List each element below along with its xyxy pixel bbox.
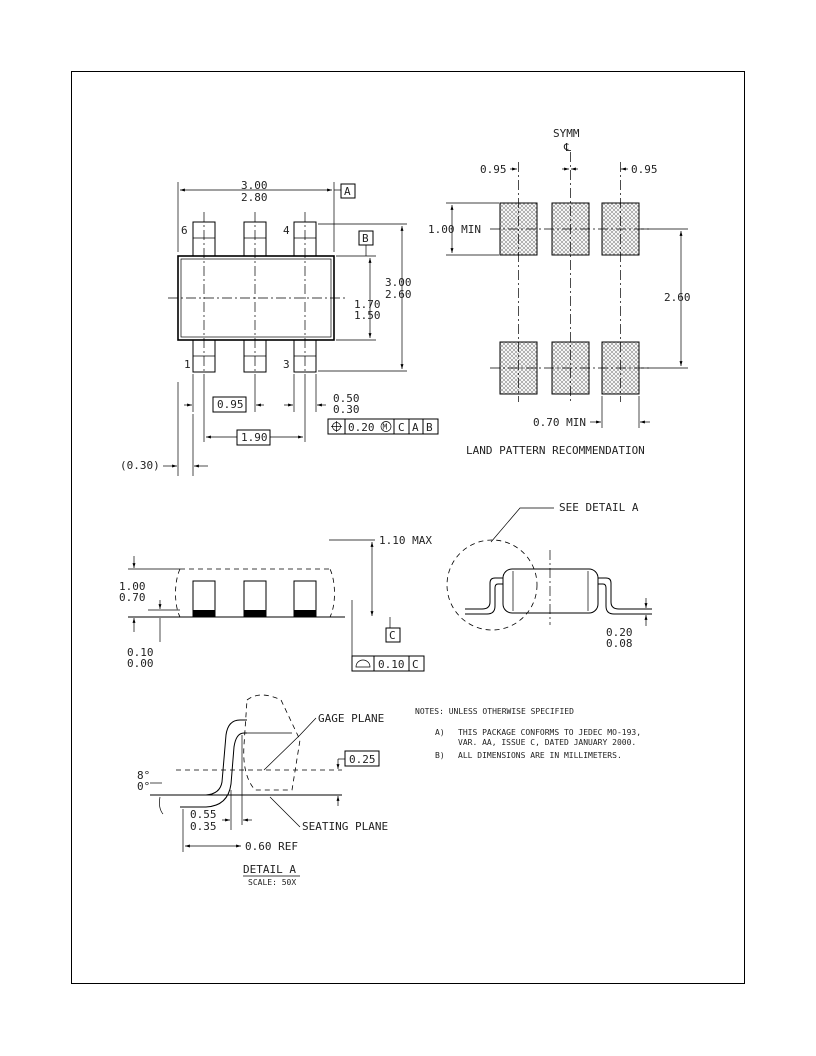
angle-max: 8° bbox=[137, 769, 150, 782]
flatness-datum: C bbox=[412, 658, 419, 671]
side-body-min: 0.70 bbox=[119, 591, 146, 604]
land-pitch-right: 0.95 bbox=[631, 163, 658, 176]
notes: NOTES: UNLESS OTHERWISE SPECIFIED A) THI… bbox=[415, 707, 641, 760]
detail-scale: SCALE: 50X bbox=[248, 878, 296, 887]
note-b-label: B) bbox=[435, 751, 445, 760]
land-row-span: 2.60 bbox=[664, 291, 691, 304]
foot-max: 0.55 bbox=[190, 808, 217, 821]
width-min: 2.80 bbox=[241, 191, 268, 204]
side-body-max: 1.00 bbox=[119, 580, 146, 593]
height-min: 2.60 bbox=[385, 288, 412, 301]
lead-thick-max: 0.20 bbox=[606, 626, 633, 639]
width-max: 3.00 bbox=[241, 179, 268, 192]
note-a-line1: THIS PACKAGE CONFORMS TO JEDEC MO-193, bbox=[458, 728, 641, 737]
land-pad-length: 1.00 MIN bbox=[428, 223, 481, 236]
datum-c: C bbox=[389, 629, 396, 642]
gage-plane-label: GAGE PLANE bbox=[318, 712, 384, 725]
side-max-height: 1.10 MAX bbox=[379, 534, 432, 547]
pin-6-label: 6 bbox=[181, 224, 188, 237]
see-detail-label: SEE DETAIL A bbox=[559, 501, 639, 514]
span-dim: 1.90 bbox=[241, 431, 268, 444]
height-max: 3.00 bbox=[385, 276, 412, 289]
gage-dim: 0.25 bbox=[349, 753, 376, 766]
datum-a: A bbox=[344, 185, 351, 198]
fcf-datum-c: C bbox=[398, 421, 405, 434]
centerline-symbol: ℄ bbox=[563, 141, 571, 154]
standoff-max: 0.10 bbox=[127, 646, 154, 659]
pin-4-label: 4 bbox=[283, 224, 290, 237]
land-pitch-left: 0.95 bbox=[480, 163, 507, 176]
symm-label: SYMM bbox=[553, 127, 580, 140]
body-min: 1.50 bbox=[354, 309, 381, 322]
flatness-frame: 0.10 C bbox=[351, 655, 425, 672]
package-body bbox=[177, 255, 335, 341]
lead-width-min: 0.30 bbox=[333, 403, 360, 416]
top-view: 6 4 1 3 3.00 2.80 A B 3.00 2.60 1.70 1.5… bbox=[120, 179, 439, 476]
land-pattern: SYMM ℄ 0.95 0.95 1.00 MIN 2.60 bbox=[428, 127, 691, 457]
datum-b: B bbox=[362, 232, 369, 245]
fcf-mmc: M bbox=[383, 423, 388, 432]
note-a-label: A) bbox=[435, 728, 445, 737]
ref-offset: (0.30) bbox=[120, 459, 160, 472]
fcf-datum-b: B bbox=[426, 421, 433, 434]
flatness-tolerance: 0.10 bbox=[378, 658, 405, 671]
note-b-line1: ALL DIMENSIONS ARE IN MILLIMETERS. bbox=[458, 751, 622, 760]
page-border bbox=[71, 71, 745, 984]
fcf-datum-a: A bbox=[412, 421, 419, 434]
side-view: 1.10 MAX 1.00 0.70 0.10 0.00 C 0.10 C bbox=[119, 534, 432, 672]
fcf-tolerance: 0.20 bbox=[348, 421, 375, 434]
angle-min: 0° bbox=[137, 780, 150, 793]
detail-a: GAGE PLANE SEATING PLANE 0.25 8° 0° 0.55… bbox=[137, 694, 388, 887]
pin-3-label: 3 bbox=[283, 358, 290, 371]
end-view: SEE DETAIL A 0.20 0.08 bbox=[446, 501, 652, 650]
foot-ref: 0.60 REF bbox=[245, 840, 298, 853]
pitch-dim: 0.95 bbox=[217, 398, 244, 411]
land-pattern-caption: LAND PATTERN RECOMMENDATION bbox=[466, 444, 645, 457]
pin-1-label: 1 bbox=[184, 358, 191, 371]
standoff-min: 0.00 bbox=[127, 657, 154, 670]
note-a-line2: VAR. AA, ISSUE C, DATED JANUARY 2000. bbox=[458, 738, 636, 747]
lead-thick-min: 0.08 bbox=[606, 637, 633, 650]
detail-title: DETAIL A bbox=[243, 863, 296, 876]
seating-plane-label: SEATING PLANE bbox=[302, 820, 388, 833]
lead-width-max: 0.50 bbox=[333, 392, 360, 405]
body-max: 1.70 bbox=[354, 298, 381, 311]
position-tolerance-frame: 0.20 M C A B bbox=[327, 418, 439, 435]
land-pad-width: 0.70 MIN bbox=[533, 416, 586, 429]
notes-header: NOTES: UNLESS OTHERWISE SPECIFIED bbox=[415, 707, 574, 716]
foot-min: 0.35 bbox=[190, 820, 217, 833]
